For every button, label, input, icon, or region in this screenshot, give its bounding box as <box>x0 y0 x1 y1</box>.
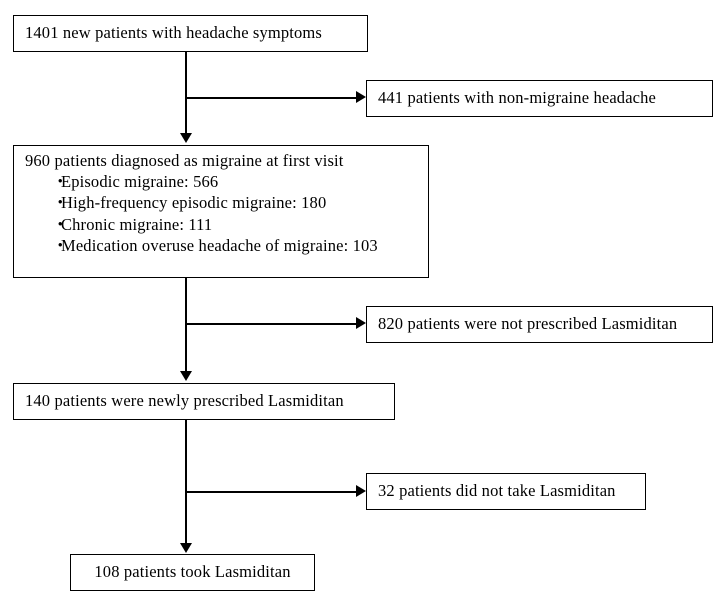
list-item: ・Chronic migraine: 111 <box>52 214 428 235</box>
list-item: ・High-frequency episodic migraine: 180 <box>52 192 428 213</box>
connector-to-non-migraine <box>185 97 359 99</box>
arrowhead-into-non-migraine <box>356 90 366 103</box>
node-non-migraine: 441 patients with non-migraine headache <box>366 80 713 117</box>
connector-screened-to-diagnosed <box>185 52 187 134</box>
node-diagnosed-subgroup-list: ・Episodic migraine: 566 ・High-frequency … <box>14 171 428 257</box>
bullet-glyph: ・ <box>52 236 69 256</box>
list-item: ・Medication overuse headache of migraine… <box>52 235 428 256</box>
connector-diagnosed-to-prescribed <box>185 278 187 372</box>
arrowhead-into-did-not-take <box>356 484 366 497</box>
connector-to-did-not-take <box>185 491 359 493</box>
arrowhead-into-not-prescribed <box>356 316 366 329</box>
node-took: 108 patients took Lasmiditan <box>70 554 315 591</box>
node-non-migraine-label: 441 patients with non-migraine headache <box>378 88 657 108</box>
list-item-label: Chronic migraine: 111 <box>61 214 213 234</box>
node-diagnosed-content: 960 patients diagnosed as migraine at fi… <box>14 151 428 257</box>
node-screened: 1401 new patients with headache symptoms <box>13 15 368 52</box>
connector-to-not-prescribed <box>185 323 359 325</box>
node-took-label: 108 patients took Lasmiditan <box>94 562 291 582</box>
node-screened-label: 1401 new patients with headache symptoms <box>25 23 322 43</box>
bullet-glyph: ・ <box>52 214 69 234</box>
node-diagnosed: 960 patients diagnosed as migraine at fi… <box>13 145 429 278</box>
node-not-prescribed: 820 patients were not prescribed Lasmidi… <box>366 306 713 343</box>
list-item: ・Episodic migraine: 566 <box>52 171 428 192</box>
list-item-label: Medication overuse headache of migraine:… <box>61 236 378 256</box>
node-prescribed: 140 patients were newly prescribed Lasmi… <box>13 383 395 420</box>
node-prescribed-label: 140 patients were newly prescribed Lasmi… <box>25 391 344 411</box>
node-diagnosed-heading: 960 patients diagnosed as migraine at fi… <box>25 151 344 170</box>
node-did-not-take-label: 32 patients did not take Lasmiditan <box>378 481 616 501</box>
node-did-not-take: 32 patients did not take Lasmiditan <box>366 473 646 510</box>
arrowhead-into-took <box>179 543 192 553</box>
node-not-prescribed-label: 820 patients were not prescribed Lasmidi… <box>378 314 678 334</box>
arrowhead-into-prescribed <box>179 371 192 381</box>
bullet-glyph: ・ <box>52 171 69 191</box>
arrowhead-into-diagnosed <box>179 133 192 143</box>
bullet-glyph: ・ <box>52 193 69 213</box>
list-item-label: Episodic migraine: 566 <box>61 171 219 191</box>
list-item-label: High-frequency episodic migraine: 180 <box>61 193 327 213</box>
connector-prescribed-to-took <box>185 420 187 544</box>
